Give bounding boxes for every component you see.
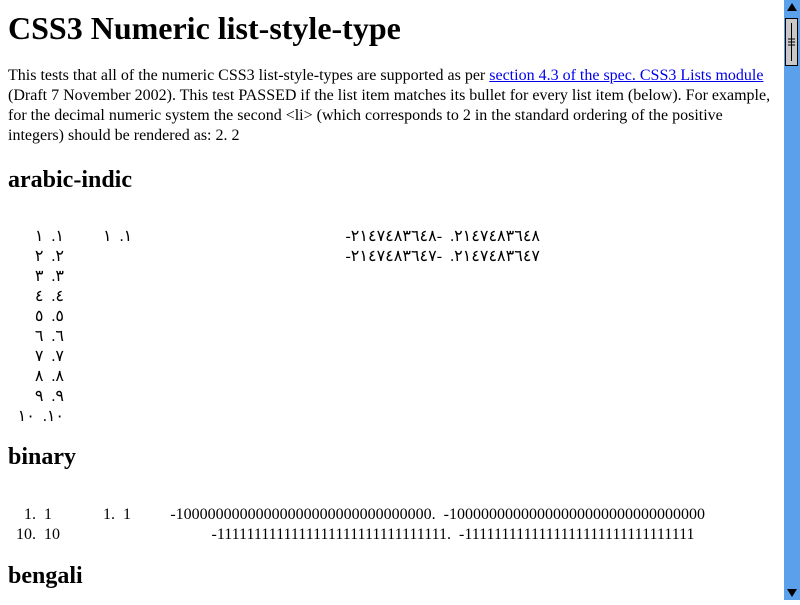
list-marker: 1.	[103, 506, 115, 523]
intro-text-before: This tests that all of the numeric CSS3 …	[8, 67, 490, 84]
list-marker: ٦.	[51, 328, 64, 345]
list-item: ٧. ٧	[8, 347, 64, 367]
list-item-text: ٣	[34, 268, 44, 285]
list-item-text: 1	[44, 506, 52, 523]
list-item-text: ١٠	[17, 408, 35, 425]
list-item: ١. ١	[103, 227, 132, 247]
list-item: ٦. ٦	[8, 327, 64, 347]
list-item: ٩. ٩	[8, 387, 64, 407]
list-item-text: -٢١٤٧٤٨٣٦٤٧	[350, 248, 443, 265]
list-item: -10000000000000000000000000000000. -10000…	[150, 505, 705, 525]
list-marker: ١٠.	[42, 408, 64, 425]
list-marker: 1.	[24, 506, 36, 523]
section-heading-bengali: bengali	[8, 563, 83, 589]
list-item-text: 10	[44, 526, 60, 543]
list-item: ٢. ٢	[8, 247, 64, 267]
list-marker: 10.	[16, 526, 36, 543]
list-item: 1.1	[8, 505, 64, 525]
list-marker: ٣.	[51, 268, 64, 285]
scroll-thumb[interactable]	[785, 18, 798, 66]
list-item-text: ٨	[34, 368, 44, 385]
list-marker: ٧.	[51, 348, 64, 365]
intro-paragraph: This tests that all of the numeric CSS3 …	[8, 66, 780, 146]
list-item-text: ٥	[34, 308, 44, 325]
list-item: ١. ١	[8, 227, 64, 247]
section-heading-binary: binary	[8, 444, 77, 470]
list-marker: -1111111111111111111111111111111.	[211, 526, 451, 543]
list-item-text: -10000000000000000000000000000000	[443, 506, 705, 523]
list-marker: ٤.	[51, 288, 64, 305]
list-item-text: -1111111111111111111111111111111	[459, 526, 695, 543]
list-item: ١٠. ١٠	[8, 407, 64, 427]
list-item: 1.1	[103, 505, 131, 525]
page-title: CSS3 Numeric list-style-type	[8, 10, 401, 46]
arrow-up-icon[interactable]	[784, 0, 800, 16]
list-marker: ٩.	[51, 388, 64, 405]
list-item: ٤. ٤	[8, 287, 64, 307]
list-item: ٨. ٨	[8, 367, 64, 387]
list-marker: ٨.	[51, 368, 64, 385]
list-item: 10.10	[8, 525, 64, 545]
list-item-text: ٦	[34, 328, 44, 345]
list-item-text: ٤	[34, 288, 44, 305]
list-item: ٥. ٥	[8, 307, 64, 327]
list-item-text: 1	[123, 506, 131, 523]
binary-list-2: 1.1	[103, 505, 131, 525]
list-item-text: ١	[103, 228, 112, 245]
binary-list-3: -10000000000000000000000000000000. -10000…	[150, 505, 705, 545]
section-heading-arabic-indic: arabic-indic	[8, 167, 132, 193]
arrow-down-icon[interactable]	[784, 584, 800, 600]
list-marker: ١.	[51, 228, 64, 245]
list-item: -٢١٤٧٤٨٣٦٤٨.-٢١٤٧٤٨٣٦٤٨	[300, 227, 540, 247]
list-item-text: ٢	[34, 248, 44, 265]
spec-link[interactable]: section 4.3 of the spec. CSS3 Lists modu…	[489, 67, 764, 84]
arabic-indic-list-3: -٢١٤٧٤٨٣٦٤٨.-٢١٤٧٤٨٣٦٤٨ -٢١٤٧٤٨٣٦٤٧.-٢١٤…	[300, 227, 540, 267]
list-item-text: ١	[34, 228, 44, 245]
list-marker: ٥.	[51, 308, 64, 325]
list-marker: -٢١٤٧٤٨٣٦٤٨.	[345, 228, 540, 245]
vertical-scrollbar[interactable]	[784, 0, 800, 600]
list-marker: -10000000000000000000000000000000.	[170, 506, 436, 523]
list-item: ٣. ٣	[8, 267, 64, 287]
page-content: CSS3 Numeric list-style-type This tests …	[8, 10, 780, 589]
arabic-indic-list-2: ١. ١	[103, 227, 132, 247]
list-item: -٢١٤٧٤٨٣٦٤٧.-٢١٤٧٤٨٣٦٤٧	[300, 247, 540, 267]
binary-list-1: 1.1 10.10	[8, 505, 64, 545]
list-marker: ١.	[119, 228, 133, 245]
list-marker: ٢.	[51, 248, 64, 265]
list-item-text: ٧	[34, 348, 44, 365]
list-item-text: ٩	[34, 388, 44, 405]
arabic-indic-list-1: ١.١ ٢.٢ ٣.٣ ٤.٤ ٥.٥ ٦.٦ ٧.٧ ٨.٨ ٩.٩ ١٠.١…	[8, 227, 64, 427]
list-item-text: -٢١٤٧٤٨٣٦٤٨	[350, 228, 443, 245]
intro-text-after: (Draft 7 November 2002). This test PASSE…	[8, 87, 771, 144]
list-item: -1111111111111111111111111111111. -111111…	[150, 525, 705, 545]
list-marker: -٢١٤٧٤٨٣٦٤٧.	[345, 248, 540, 265]
